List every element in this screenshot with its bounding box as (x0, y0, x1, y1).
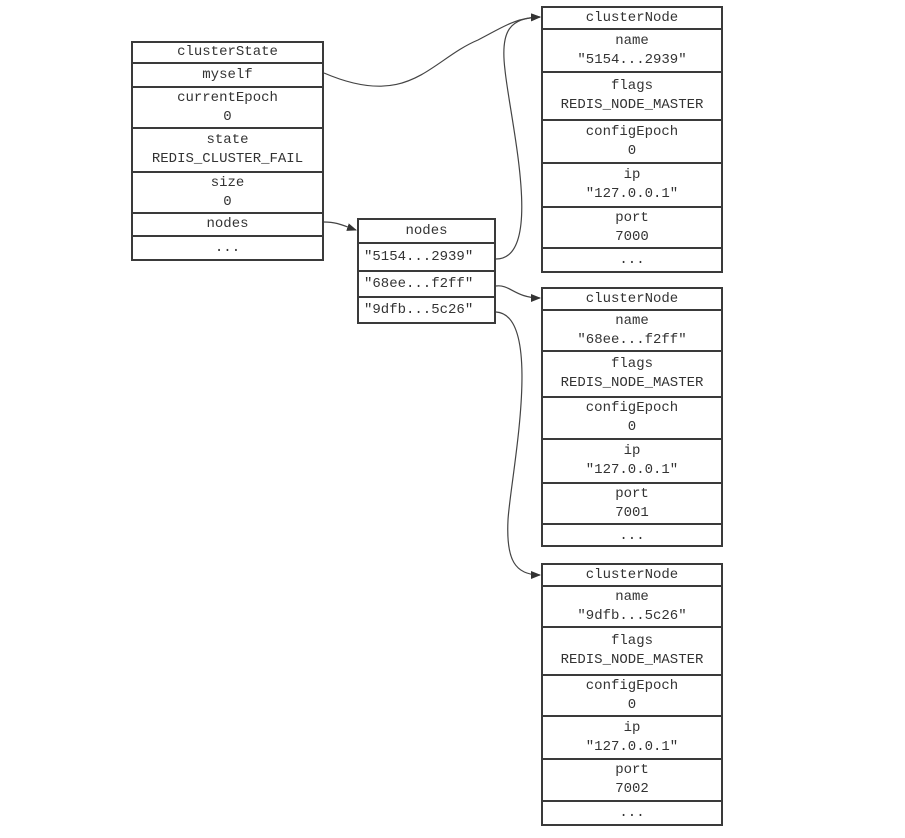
cluster-state-more: ... (214, 239, 241, 256)
node-68ee-arrow (495, 285, 541, 302)
size-label: size (210, 174, 245, 191)
nodes-field: nodes (133, 214, 322, 237)
ip-field: ip"127.0.0.1" (543, 440, 721, 484)
nodes-dict-key: "68ee...f2ff" (359, 272, 494, 298)
ip-field: ip"127.0.0.1" (543, 164, 721, 208)
current-epoch-field: currentEpoch 0 (133, 88, 322, 129)
state-value: REDIS_CLUSTER_FAIL (151, 151, 304, 167)
ip-field: ip"127.0.0.1" (543, 717, 721, 760)
node-5154-arrow (495, 13, 541, 260)
nodes-arrow (323, 221, 357, 231)
name-field: name"9dfb...5c26" (543, 587, 721, 628)
nodes-dict-key: "5154...2939" (359, 244, 494, 272)
node-9dfb-arrow (495, 311, 541, 579)
cluster-node-title: clusterNode (543, 8, 721, 30)
nodes-dict-title: nodes (359, 220, 494, 244)
size-value: 0 (223, 193, 232, 210)
cluster-node-title: clusterNode (543, 289, 721, 311)
cluster-node-title: clusterNode (543, 565, 721, 587)
cluster-node-more: ... (619, 527, 645, 544)
current-epoch-value: 0 (223, 108, 232, 125)
state-label: state (206, 132, 249, 148)
nodes-dict-box: nodes "5154...2939" "68ee...f2ff" "9dfb.… (357, 218, 496, 324)
myself-field: myself (133, 64, 322, 88)
name-field: name"5154...2939" (543, 30, 721, 73)
cluster-node-more: ... (619, 804, 645, 821)
cluster-state-title: clusterState (133, 43, 322, 64)
size-field: size 0 (133, 173, 322, 214)
myself-arrow (323, 13, 541, 87)
nodes-dict-key: "9dfb...5c26" (364, 301, 474, 318)
cluster-state-box: clusterState myself currentEpoch 0 state… (131, 41, 324, 261)
state-field: state REDIS_CLUSTER_FAIL (133, 129, 322, 173)
cluster-node-more: ... (619, 251, 645, 268)
name-field: name"68ee...f2ff" (543, 311, 721, 352)
current-epoch-label: currentEpoch (177, 89, 278, 106)
